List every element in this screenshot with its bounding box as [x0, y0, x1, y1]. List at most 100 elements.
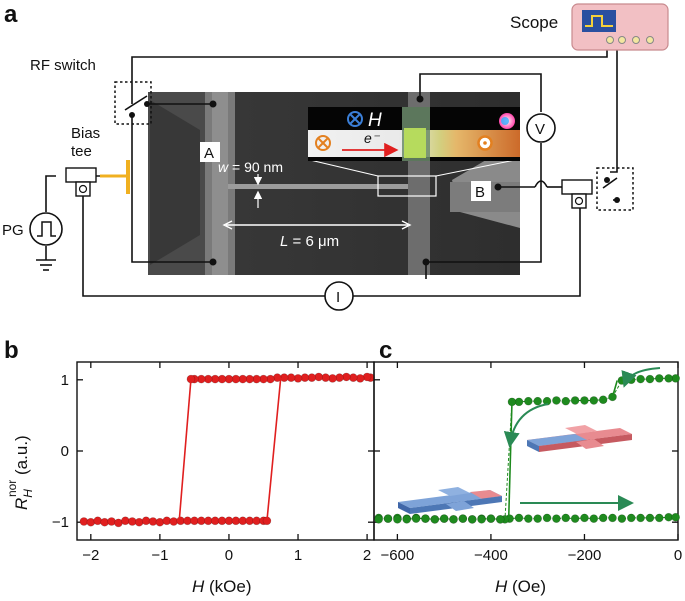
electron-label: e⁻: [364, 130, 381, 146]
series-0: [79, 516, 272, 528]
plot-frame: [373, 361, 679, 541]
bias-tee-right: [561, 179, 593, 209]
panel-label-c: c: [379, 337, 392, 364]
data-point: [552, 514, 561, 523]
data-point: [477, 515, 486, 524]
rf-switch-right: [596, 167, 634, 211]
data-point: [598, 395, 608, 405]
data-point: [598, 513, 608, 523]
circuit-nodes: [129, 95, 620, 266]
data-point: [671, 512, 680, 522]
field-in-blue-icon: [347, 111, 363, 127]
x-tick-label: 0: [674, 547, 682, 564]
data-point: [514, 513, 524, 523]
bias-tee-label-1: Bias: [71, 125, 100, 142]
device-inset-up: [527, 425, 632, 452]
y-tick-label: −1: [52, 514, 69, 531]
data-point: [86, 517, 96, 527]
x-tick-label: −2: [82, 547, 99, 564]
data-point: [636, 374, 645, 384]
chart-b-xlabel: H (kOe): [192, 577, 252, 596]
data-point: [411, 514, 421, 523]
chart-c-xlabel: H (Oe): [495, 577, 546, 596]
x-tick-label: 0: [225, 547, 233, 564]
node-b-label: B: [475, 184, 485, 201]
switching-line: [507, 401, 513, 519]
node-b-box: [471, 181, 491, 201]
x-tick-label: −200: [568, 547, 602, 564]
x-tick-label: −1: [151, 547, 168, 564]
x-tick-label: −600: [380, 547, 414, 564]
data-point: [421, 514, 430, 523]
data-point: [561, 396, 571, 406]
data-point: [524, 514, 533, 523]
switching-line: [611, 380, 618, 398]
length-label: L = 6 μm: [280, 233, 339, 250]
y-tick-label: 1: [61, 372, 69, 389]
data-point: [155, 517, 165, 527]
data-point: [93, 516, 103, 526]
data-point: [645, 374, 655, 384]
rf-switch-label: RF switch: [30, 57, 96, 74]
scope-label: Scope: [510, 13, 558, 32]
data-point: [458, 514, 468, 523]
rf-switch-left: [114, 81, 152, 125]
pg-label: PG: [2, 222, 24, 239]
data-point: [362, 372, 372, 382]
data-point: [645, 513, 655, 523]
bias-tee-left: [65, 160, 130, 197]
data-point: [570, 514, 580, 523]
switching-line: [178, 379, 192, 521]
data-point: [524, 396, 533, 406]
node-a-box: [200, 142, 220, 162]
data-point: [430, 515, 440, 524]
series-line: [378, 377, 676, 520]
data-point: [608, 513, 617, 523]
data-point: [654, 374, 664, 383]
data-point: [449, 515, 458, 524]
panel-label-a: a: [4, 1, 18, 28]
field-in-orange-icon: [315, 135, 331, 151]
data-point: [570, 396, 580, 405]
data-point: [495, 515, 505, 524]
data-point: [134, 517, 144, 527]
data-point: [383, 514, 393, 523]
data-point: [533, 514, 542, 523]
field-label: H: [368, 110, 382, 131]
inset-magnet-image: H e⁻: [308, 107, 520, 161]
chart-b-ylabel: RHnor (a.u.): [5, 435, 35, 510]
x-tick-label: −400: [474, 547, 508, 564]
data-point: [402, 515, 412, 524]
panel-label-b: b: [4, 337, 19, 364]
data-point: [374, 515, 383, 524]
switching-line: [266, 377, 282, 521]
data-point: [589, 514, 599, 523]
data-point: [393, 515, 402, 524]
data-point: [552, 396, 561, 405]
device-inset-down: [398, 487, 502, 514]
sweep-arrows: [503, 367, 661, 511]
data-point: [664, 374, 673, 383]
width-label: w = 90 nm: [218, 159, 283, 175]
data-point: [617, 514, 627, 523]
voltmeter-label: V: [535, 121, 545, 138]
node-a-label: A: [204, 145, 214, 162]
series-1: [374, 374, 680, 524]
data-point: [533, 396, 542, 406]
oscilloscope: [571, 3, 669, 51]
data-point: [580, 513, 589, 523]
ammeter-label: I: [336, 289, 340, 306]
data-point: [654, 513, 664, 523]
plot-frame: [76, 361, 375, 541]
voltmeter: [526, 113, 556, 143]
x-tick-label: 1: [294, 547, 302, 564]
data-point: [636, 513, 645, 523]
bias-tee-label-2: tee: [71, 143, 92, 160]
data-point: [626, 513, 636, 523]
data-point: [486, 514, 496, 523]
x-tick-label: 2: [363, 547, 371, 564]
data-point: [589, 396, 599, 405]
chart-c: −600 −400 −200 0: [373, 361, 682, 564]
